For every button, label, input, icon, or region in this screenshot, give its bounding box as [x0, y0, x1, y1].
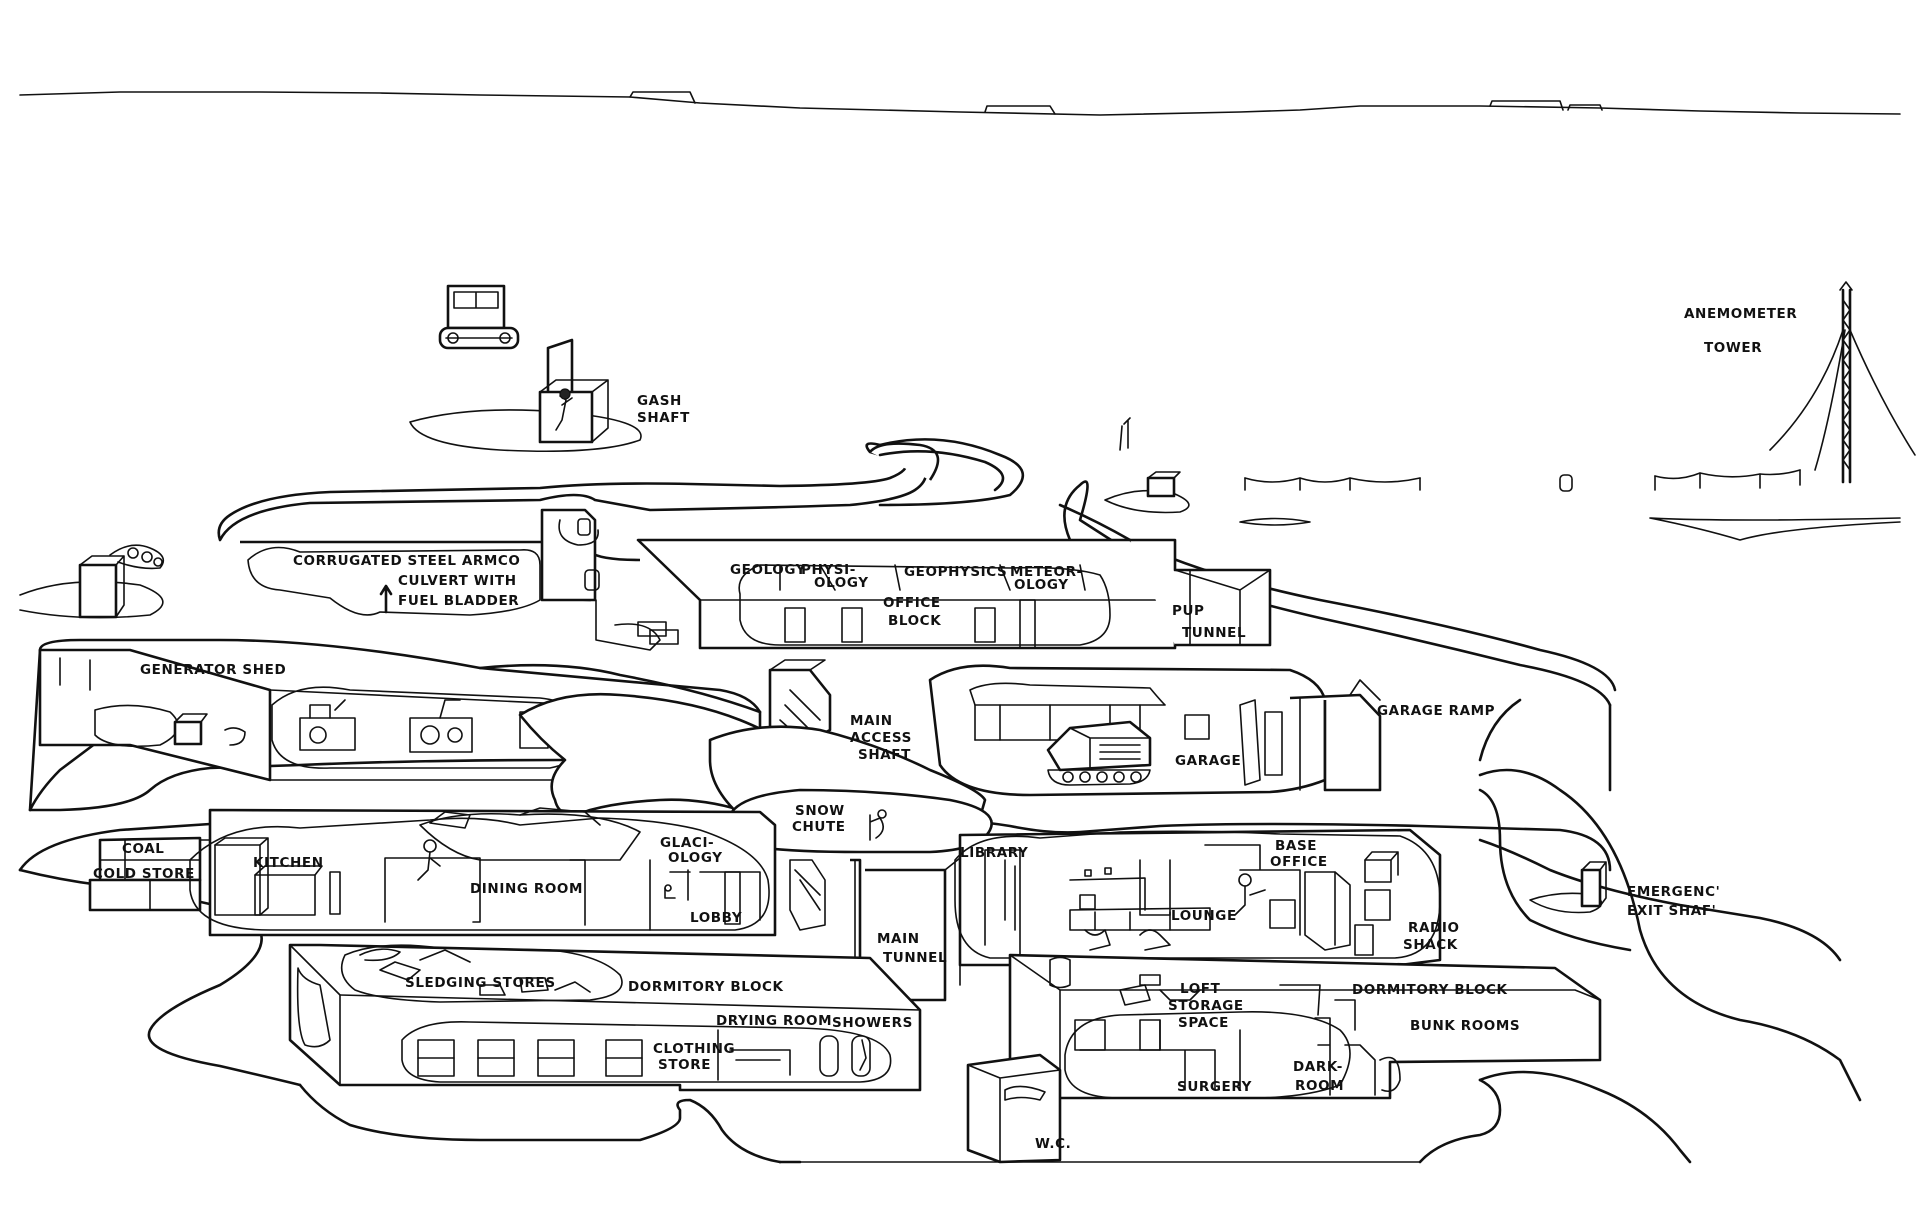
label-culvert-2: CULVERT WITH	[398, 573, 517, 589]
fuel-drum-icon	[19, 544, 165, 619]
label-garage: GARAGE	[1175, 753, 1241, 769]
surface-fence	[1239, 469, 1801, 526]
label-gash-shaft-1: GASH	[637, 393, 682, 409]
anemometer-mast-icon	[1769, 281, 1916, 484]
horizon-line	[19, 91, 1901, 541]
label-drying-room: DRYING ROOM	[716, 1013, 832, 1029]
label-lounge: LOUNGE	[1171, 908, 1237, 924]
label-cold-store: COLD STORE	[93, 866, 195, 882]
label-kitchen: KITCHEN	[253, 855, 324, 871]
label-main-access-shaft-1: MAIN	[850, 713, 893, 729]
label-main-tunnel-2: TUNNEL	[883, 950, 947, 966]
label-snow-chute-1: SNOW	[795, 803, 845, 819]
label-bunk-rooms: BUNK ROOMS	[1410, 1018, 1520, 1034]
label-main-access-shaft-2: ACCESS	[850, 730, 912, 746]
label-radio-shack-1: RADIO	[1408, 920, 1460, 936]
label-pup-tunnel-1: PUP	[1172, 603, 1205, 619]
wc-block	[966, 1053, 1062, 1164]
label-loft-storage-1: LOFT	[1180, 981, 1221, 997]
label-dining-room: DINING ROOM	[470, 881, 583, 897]
label-dormitory-block-right: DORMITORY BLOCK	[1352, 982, 1508, 998]
label-library: LIBRARY	[960, 845, 1028, 861]
label-glaciology-1: GLACI-	[660, 835, 714, 851]
label-main-access-shaft-3: SHAFT	[858, 747, 911, 763]
dining-block	[88, 807, 826, 937]
label-surgery: SURGERY	[1177, 1079, 1252, 1095]
label-pup-tunnel-2: TUNNEL	[1182, 625, 1246, 641]
label-culvert-3: FUEL BLADDER	[398, 593, 519, 609]
label-physiology-1: PHYSI-	[801, 562, 856, 578]
dormitory-block-left	[288, 943, 922, 1092]
lounge-block	[954, 828, 1442, 967]
label-lobby: LOBBY	[690, 910, 742, 926]
label-coal: COAL	[122, 841, 164, 857]
label-meteorology-2: OLOGY	[1014, 577, 1069, 593]
generator-icon	[299, 699, 473, 753]
label-dark-room-1: DARK-	[1293, 1059, 1343, 1075]
label-dormitory-block-left: DORMITORY BLOCK	[628, 979, 784, 995]
snowcat-icon	[1046, 720, 1152, 786]
label-main-tunnel-1: MAIN	[877, 931, 920, 947]
label-clothing-store-2: STORE	[658, 1057, 711, 1073]
snow-tractor-icon	[438, 284, 520, 350]
main-access-shaft	[518, 659, 993, 854]
label-generator-shed: GENERATOR SHED	[140, 662, 286, 678]
label-base-office-1: BASE	[1275, 838, 1317, 854]
label-snow-chute-2: CHUTE	[792, 819, 846, 835]
garage	[928, 664, 1382, 797]
label-office-block-1: OFFICE	[883, 595, 941, 611]
label-emergency-exit-1: EMERGENC'	[1627, 884, 1720, 900]
ventilator-icon	[1104, 417, 1190, 514]
label-physiology-2: OLOGY	[814, 575, 869, 591]
label-garage-ramp: GARAGE RAMP	[1377, 703, 1495, 719]
label-anemometer-tower-2: TOWER	[1704, 340, 1762, 356]
label-base-office-2: OFFICE	[1270, 854, 1328, 870]
label-radio-shack-2: SHACK	[1403, 937, 1458, 953]
label-wc: W.C.	[1035, 1136, 1071, 1152]
label-geophysics: GEOPHYSICS	[904, 564, 1007, 580]
label-loft-storage-3: SPACE	[1178, 1015, 1229, 1031]
label-office-block-2: BLOCK	[888, 613, 941, 629]
label-showers: SHOWERS	[832, 1015, 913, 1031]
label-clothing-store-1: CLOTHING	[653, 1041, 735, 1057]
label-emergency-exit-2: EXIT SHAF'	[1627, 903, 1716, 919]
emergency-exit-shaft	[1529, 861, 1607, 914]
label-loft-storage-2: STORAGE	[1168, 998, 1244, 1014]
label-glaciology-2: OLOGY	[668, 850, 723, 866]
diagram-labels: GASH SHAFT ANEMOMETER TOWER CORRUGATED S…	[93, 306, 1797, 1152]
label-culvert-1: CORRUGATED STEEL ARMCO	[293, 553, 521, 569]
label-gash-shaft-2: SHAFT	[637, 410, 690, 426]
label-dark-room-2: ROOM	[1295, 1078, 1344, 1094]
gash-shaft-surface	[409, 284, 642, 453]
label-geology: GEOLOGY	[730, 562, 806, 578]
label-anemometer-tower-1: ANEMOMETER	[1684, 306, 1797, 322]
generator-shed	[38, 648, 701, 782]
office-block	[240, 508, 1272, 651]
label-meteorology-1: METEOR-	[1010, 564, 1083, 580]
label-sledging-stores: SLEDGING STORES	[405, 975, 556, 991]
